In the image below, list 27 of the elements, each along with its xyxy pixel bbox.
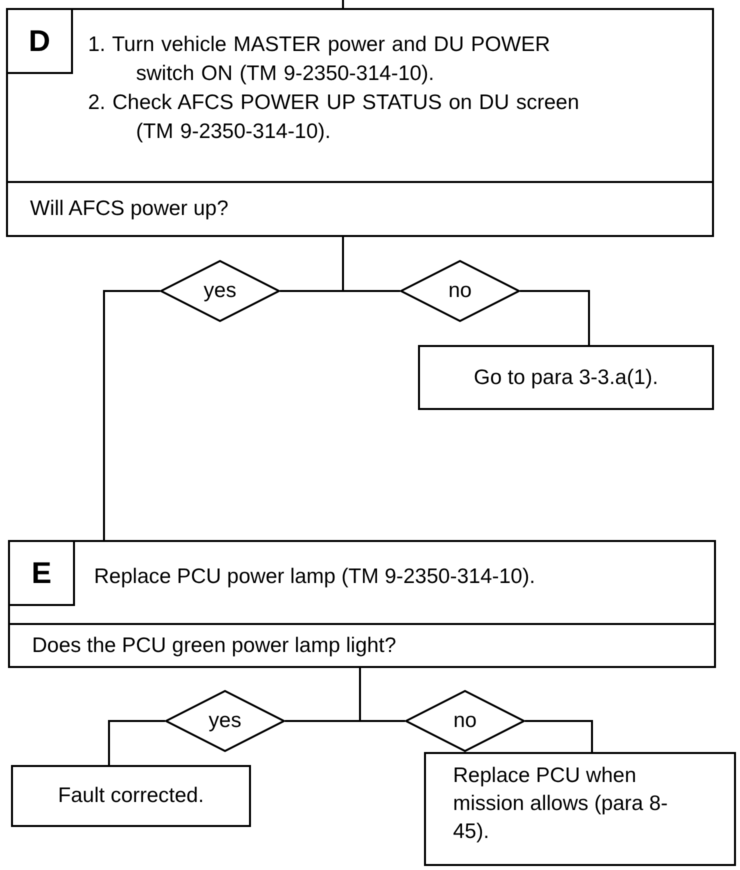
result-text: Go to para 3-3.a(1). (474, 364, 658, 391)
step-letter-box: E (8, 540, 75, 606)
decision-diamond (160, 260, 280, 322)
decision-label: yes (204, 278, 236, 304)
instruction-text: 2. Check AFCS POWER UP STATUS on DU screen (TM 9-2350-314-10). (88, 90, 580, 145)
step-box (8, 540, 716, 668)
decision-label: no (448, 278, 472, 304)
result-text: Replace PCU when mission allows (para 8-45). (453, 764, 668, 843)
question-text: Will AFCS power up? (30, 196, 228, 222)
connector-line (103, 290, 160, 540)
connector-line (108, 720, 165, 765)
instruction-text: Replace PCU power lamp (TM 9-2350-314-10). (94, 564, 536, 590)
question-text: Does the PCU green power lamp light? (32, 632, 396, 659)
decision-diamond (165, 690, 285, 752)
connector-line (342, 237, 400, 292)
decision-diamond (400, 260, 520, 322)
step-box (6, 8, 714, 237)
step-letter-box: D (6, 8, 73, 74)
connector-line (520, 290, 590, 345)
result-box (11, 765, 251, 827)
connector-line (342, 0, 344, 8)
connector-line (525, 720, 593, 752)
result-box (418, 345, 714, 410)
decision-label: no (453, 708, 477, 734)
decision-label: yes (208, 708, 242, 734)
result-text: Fault corrected. (58, 783, 204, 810)
instruction-text: 1. Turn vehicle MASTER power and DU POWER switch ON (TM 9-2350-314-10). (88, 32, 552, 87)
